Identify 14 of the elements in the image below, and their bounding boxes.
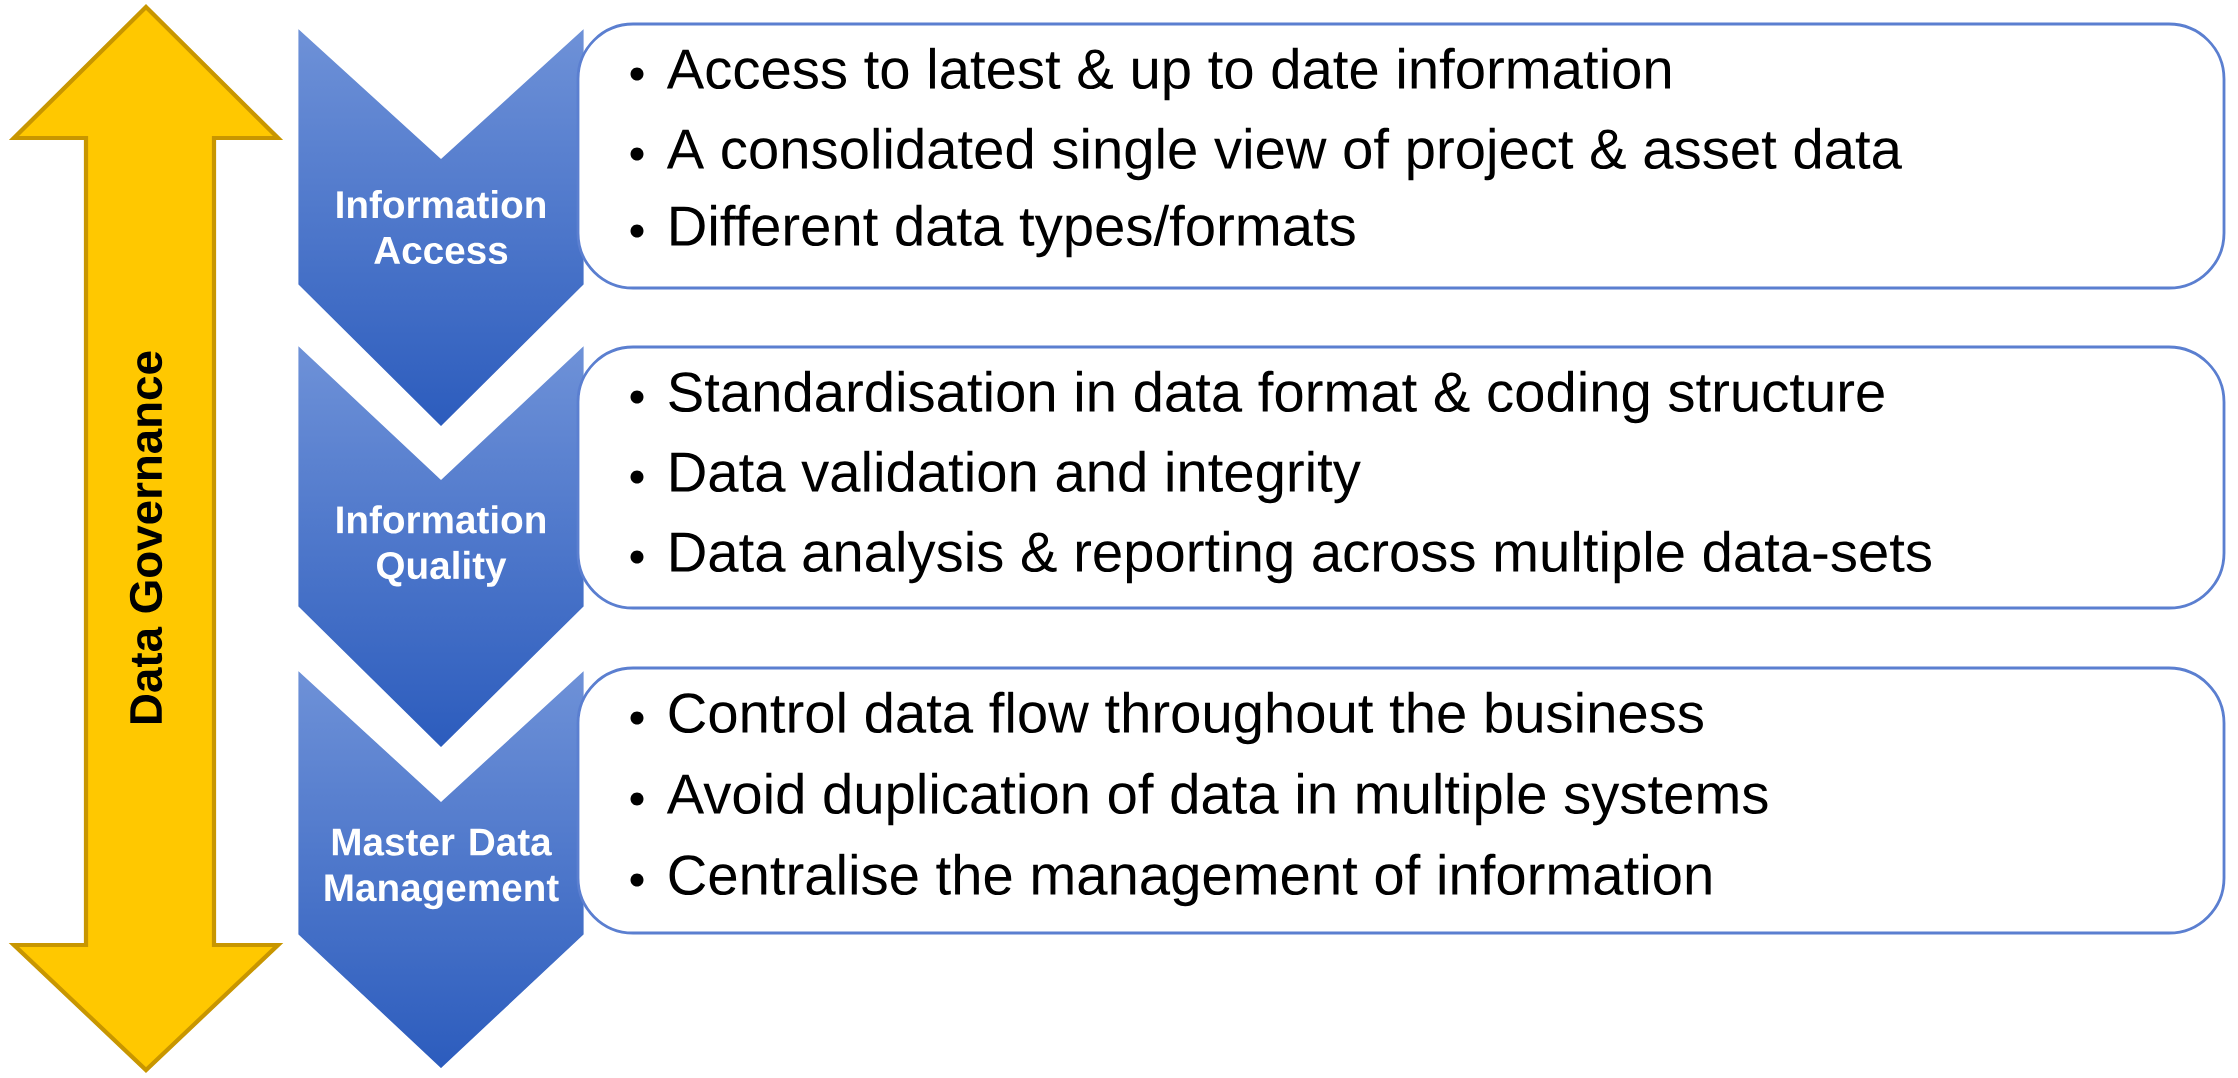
bullet-text: Access to latest & up to date information	[666, 47, 1670, 101]
bullet-text: Avoid duplication of data in multiple systems	[666, 772, 1768, 826]
text-box	[576, 22, 2226, 290]
step-band: Information Access	[295, 22, 587, 430]
bullet-text: Centralise the management of information	[669, 853, 1711, 907]
bullet-text: Control data flow throughout the business	[669, 691, 1703, 745]
bullet-text: Standardisation in data format & coding structure	[669, 370, 1884, 424]
step-band: Master Data Management	[295, 664, 587, 1072]
bullet-text: A consolidated single view of project & asset data	[666, 127, 1902, 181]
bullet-text: Different data types/formats	[671, 204, 1355, 258]
text-box	[576, 345, 2226, 610]
bullet-text: Data validation and integrity	[671, 450, 1361, 504]
bullet-text: Data analysis & reporting across multiple data-sets	[671, 530, 1931, 584]
text-box	[576, 666, 2226, 935]
